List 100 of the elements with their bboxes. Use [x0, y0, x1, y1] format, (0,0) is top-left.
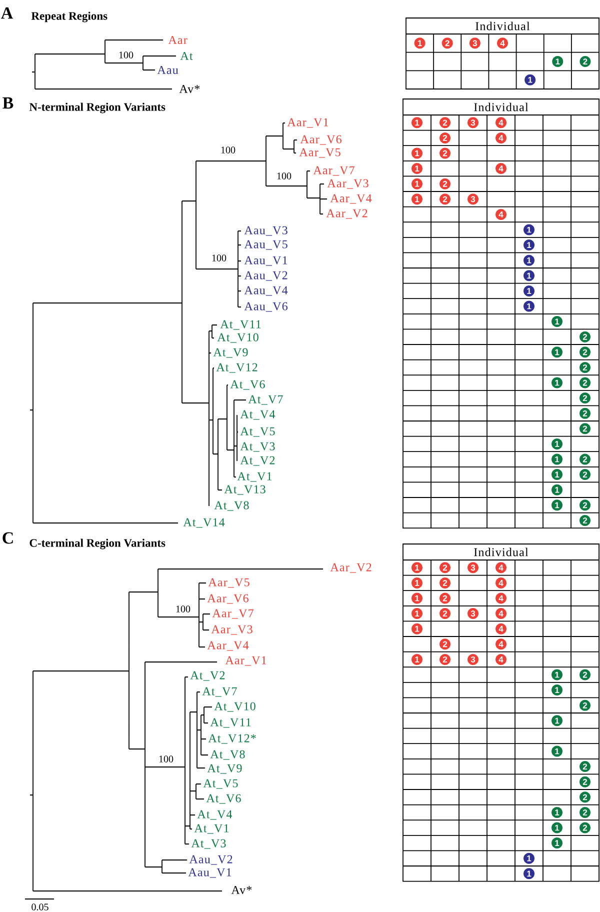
circled-number: 2 [580, 346, 590, 358]
circled-number: 1 [524, 270, 534, 282]
taxon-label: Aau_V4 [244, 286, 288, 296]
circled-number: 1 [552, 56, 564, 67]
circled-number: 2 [580, 454, 590, 465]
taxon-label: At_V10 [217, 333, 258, 343]
circled-number: 1 [412, 178, 422, 190]
taxon-label: Aar [168, 36, 188, 44]
taxon-label: Aar_V7 [212, 609, 254, 619]
circled-number: 2 [580, 761, 590, 772]
taxon-label: Aar_V1 [287, 118, 328, 128]
circled-number: 1 [552, 806, 562, 818]
taxon-label: Aau_V6 [244, 302, 288, 312]
circled-number: 2 [580, 362, 590, 373]
bootstrap-value: 100 [277, 172, 292, 180]
taxon-label: At_V13 [224, 485, 266, 495]
column-header: Individual [474, 102, 528, 112]
circled-number: 2 [580, 331, 590, 342]
circled-number: 1 [412, 577, 422, 588]
circled-number: 4 [496, 208, 506, 220]
circled-number: 1 [524, 285, 534, 296]
taxon-label: Aau_V3 [244, 226, 288, 236]
taxon-label: At_V8 [214, 501, 249, 511]
taxon-label: At_V7 [248, 395, 283, 405]
bootstrap-value: 100 [159, 756, 174, 762]
circled-number: 4 [496, 623, 506, 634]
taxon-label: Aar_V6 [207, 594, 248, 604]
circled-number: 2 [440, 654, 450, 665]
circled-number: 1 [412, 608, 422, 620]
circled-number: 1 [524, 74, 536, 86]
bootstrap-value: 100 [221, 146, 236, 154]
circled-number: 3 [468, 562, 478, 574]
circled-number: 1 [552, 822, 562, 834]
circled-number: 2 [440, 178, 450, 190]
panel-letter: C [2, 532, 13, 544]
circled-number: 1 [552, 454, 562, 465]
taxon-label: Aar_V6 [300, 135, 342, 145]
taxon-label: At_V3 [240, 442, 275, 452]
circled-number: 4 [496, 592, 506, 604]
taxon-label: At_V12 [216, 363, 258, 373]
taxon-label: Aar_V1 [225, 656, 266, 666]
circled-number: 1 [552, 438, 562, 450]
circled-number: 2 [580, 469, 590, 480]
taxon-label: Aar_V2 [326, 209, 368, 219]
circled-number: 2 [580, 392, 590, 404]
circled-number: 2 [440, 132, 450, 144]
circled-number: 4 [496, 577, 506, 588]
circled-number: 2 [440, 194, 450, 205]
circled-number: 2 [580, 423, 590, 434]
circled-number: 1 [552, 377, 562, 388]
circled-number: 2 [580, 776, 590, 788]
circled-number: 1 [524, 224, 534, 236]
circled-number: 4 [496, 654, 506, 665]
circled-number: 1 [552, 684, 562, 696]
taxon-label: At_V11 [220, 320, 261, 330]
circled-number: 1 [412, 117, 422, 128]
circled-number: 1 [524, 300, 534, 312]
taxon-label: Aar_V4 [330, 194, 372, 204]
panel-letter: A [1, 7, 14, 19]
taxon-label: Aau_V2 [189, 855, 232, 865]
circled-number: 1 [412, 148, 422, 159]
circled-number: 2 [580, 822, 590, 834]
circled-number: 4 [496, 117, 506, 128]
taxon-label: Aar_V5 [299, 148, 340, 158]
panel-title: Repeat Regions [31, 12, 108, 22]
taxon-label: Aar_V3 [327, 179, 368, 189]
circled-number: 4 [496, 562, 506, 574]
taxon-label: At_V1 [194, 824, 229, 834]
taxon-label: At_V6 [230, 380, 265, 390]
circled-number: 3 [468, 654, 478, 665]
taxon-label: Aar_V4 [207, 641, 249, 651]
circled-number: 2 [580, 792, 590, 803]
taxon-label: At_V9 [213, 348, 248, 358]
scale-label: 0.05 [32, 904, 48, 910]
circled-number: 1 [412, 562, 422, 574]
taxon-label: At_V6 [206, 794, 241, 804]
circled-number: 1 [552, 469, 562, 480]
circled-number: 2 [440, 638, 450, 650]
circled-number: 1 [552, 500, 562, 511]
circled-number: 1 [552, 715, 562, 726]
circled-number: 1 [524, 868, 534, 880]
taxon-label: Aau_V2 [244, 271, 288, 281]
circled-number: 3 [468, 608, 478, 620]
circled-number: 2 [440, 562, 450, 574]
taxon-label: At_V4 [197, 810, 232, 820]
circled-number: 2 [580, 500, 590, 511]
column-header: Individual [476, 22, 530, 30]
circled-number: 1 [552, 346, 562, 358]
bootstrap-value: 100 [212, 254, 226, 262]
taxon-label: Aau_V1 [188, 868, 232, 878]
circled-number: 1 [524, 254, 534, 266]
taxon-label: At_V7 [202, 687, 237, 697]
taxon-label: Av* [179, 84, 200, 93]
taxon-label: Aau [157, 66, 178, 74]
taxon-label: At_V10 [214, 702, 256, 712]
panel-title: N-terminal Region Variants [29, 102, 166, 114]
taxon-label: At [180, 52, 193, 60]
circled-number: 2 [580, 408, 590, 419]
circled-number: 1 [524, 852, 534, 864]
panel-letter: B [2, 97, 14, 109]
